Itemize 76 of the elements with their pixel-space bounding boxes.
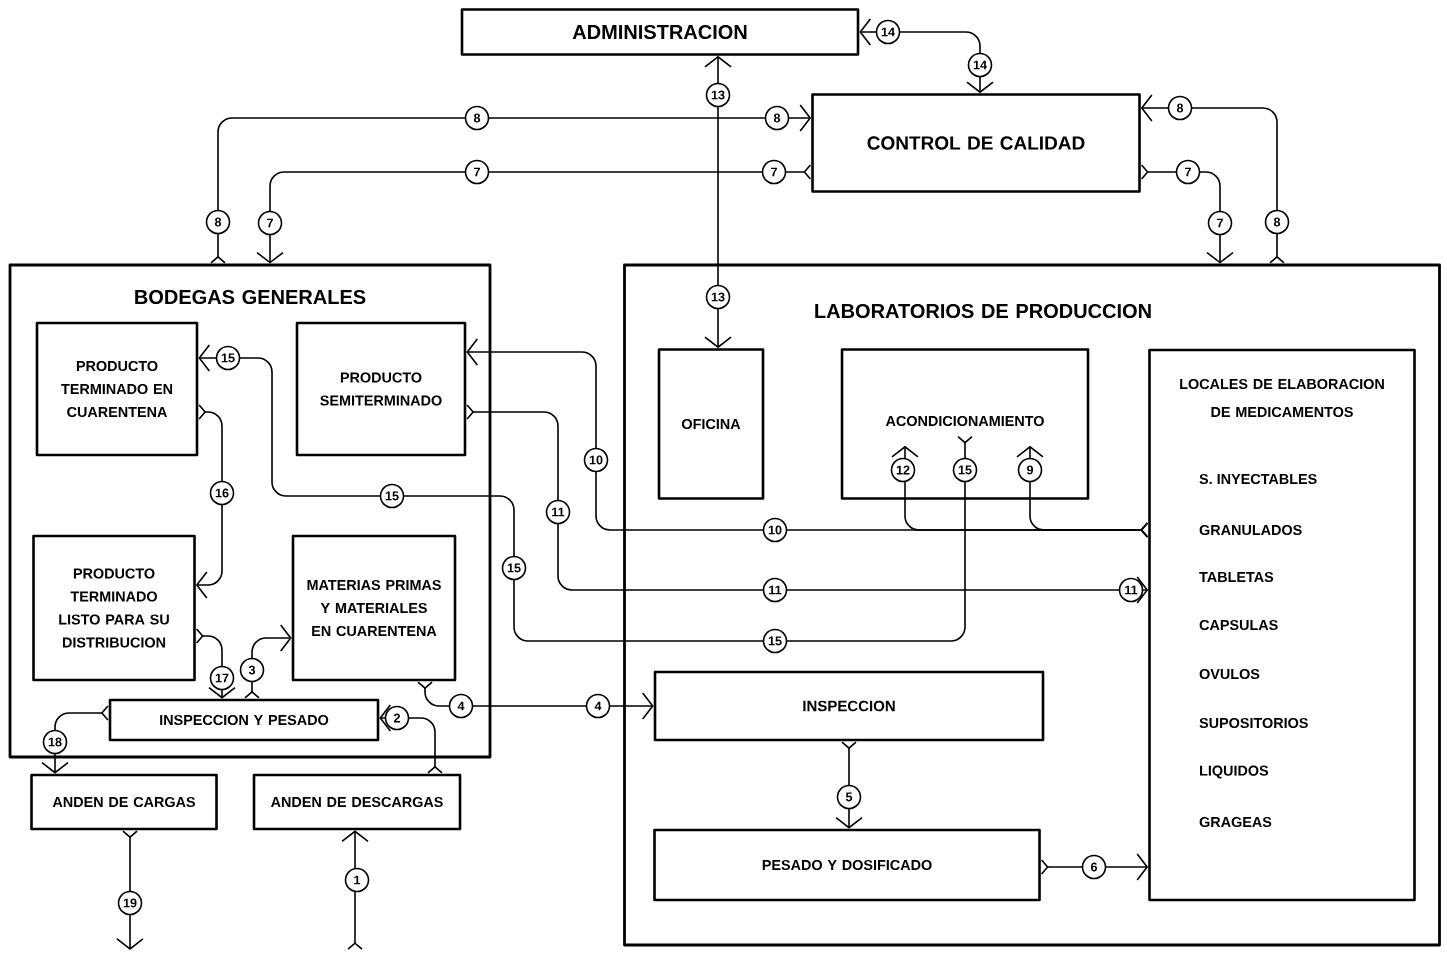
step-number: 7 <box>1175 159 1201 185</box>
arrow <box>116 830 144 950</box>
step-number: 6 <box>1081 854 1107 880</box>
step-number: 8 <box>1264 209 1290 235</box>
step-number: 17 <box>209 665 235 691</box>
step-number: 4 <box>448 693 474 719</box>
step-number: 15 <box>379 483 405 509</box>
step-number: 15 <box>952 457 978 483</box>
step-number: 3 <box>239 657 265 683</box>
step-number: 14 <box>875 19 901 45</box>
arrow <box>1140 164 1234 264</box>
process-box: PESADO Y DOSIFICADO <box>653 828 1041 902</box>
step-number: 7 <box>257 210 283 236</box>
list-item: GRANULADOS <box>1199 524 1302 536</box>
step-number: 15 <box>762 628 788 654</box>
list-item: LIQUIDOS <box>1200 765 1269 779</box>
step-number: 7 <box>464 159 490 185</box>
process-box: INSPECCION <box>653 670 1045 742</box>
process-box: INSPECCION Y PESADO <box>108 698 380 742</box>
arrow <box>256 164 812 264</box>
process-box: MATERIAS PRIMAS Y MATERIALES EN CUARENTENA <box>291 534 457 682</box>
step-number: 10 <box>762 517 788 543</box>
step-number: 8 <box>764 105 790 131</box>
step-number: 11 <box>1118 577 1144 603</box>
step-number: 8 <box>464 105 490 131</box>
step-number: 15 <box>501 555 527 581</box>
process-box: ADMINISTRACION <box>460 8 860 56</box>
arrow <box>244 624 292 699</box>
process-box: PRODUCTO TERMINADO EN CUARENTENA <box>35 321 199 457</box>
step-number: 14 <box>967 52 993 78</box>
arrow <box>466 404 1149 604</box>
arrow <box>835 741 863 829</box>
arrow <box>1040 853 1149 881</box>
step-number: 19 <box>117 890 143 916</box>
process-box: CONTROL DE CALIDAD <box>811 93 1141 193</box>
arrow <box>704 55 732 349</box>
arrow <box>210 104 812 264</box>
step-number: 2 <box>384 705 410 731</box>
step-number: 10 <box>583 447 609 473</box>
step-number: 9 <box>1017 457 1043 483</box>
step-number: 13 <box>705 82 731 108</box>
step-number: 8 <box>1167 95 1193 121</box>
step-number: 18 <box>42 729 68 755</box>
step-number: 11 <box>762 577 788 603</box>
process-box: PRODUCTO TERMINADO LISTO PARA SU DISTRIBUCION <box>32 534 196 682</box>
process-box: ANDEN DE DESCARGAS <box>252 773 462 831</box>
arrow <box>466 338 1149 538</box>
arrow <box>417 681 654 720</box>
list-item: GRAGEAS <box>1199 816 1272 828</box>
step-number: 8 <box>205 209 231 235</box>
list-item: SUPOSITORIOS <box>1199 717 1308 729</box>
step-number: 11 <box>545 499 571 525</box>
step-number: 16 <box>209 480 235 506</box>
step-number: 7 <box>761 159 787 185</box>
step-number: 7 <box>1207 210 1233 236</box>
arrow <box>198 344 973 642</box>
list-item: S. INYECTABLES <box>1199 473 1317 485</box>
list-item: OVULOS <box>1199 668 1260 680</box>
step-number: 13 <box>705 284 731 310</box>
arrow <box>41 705 109 774</box>
step-number: 4 <box>585 693 611 719</box>
arrow <box>195 404 223 599</box>
list-item: CAPSULAS <box>1199 619 1278 631</box>
step-number: 1 <box>344 867 370 893</box>
step-number: 15 <box>215 345 241 371</box>
arrow <box>379 704 443 774</box>
process-box: OFICINA <box>657 348 765 500</box>
process-box: PRODUCTO SEMITERMINADO <box>295 321 467 457</box>
arrow <box>859 18 994 94</box>
arrow <box>195 628 236 699</box>
list-item: TABLETAS <box>1199 571 1274 583</box>
arrow <box>341 830 369 950</box>
process-box: ANDEN DE CARGAS <box>30 773 218 831</box>
arrow <box>1140 94 1285 264</box>
step-number: 5 <box>836 784 862 810</box>
step-number: 12 <box>890 457 916 483</box>
